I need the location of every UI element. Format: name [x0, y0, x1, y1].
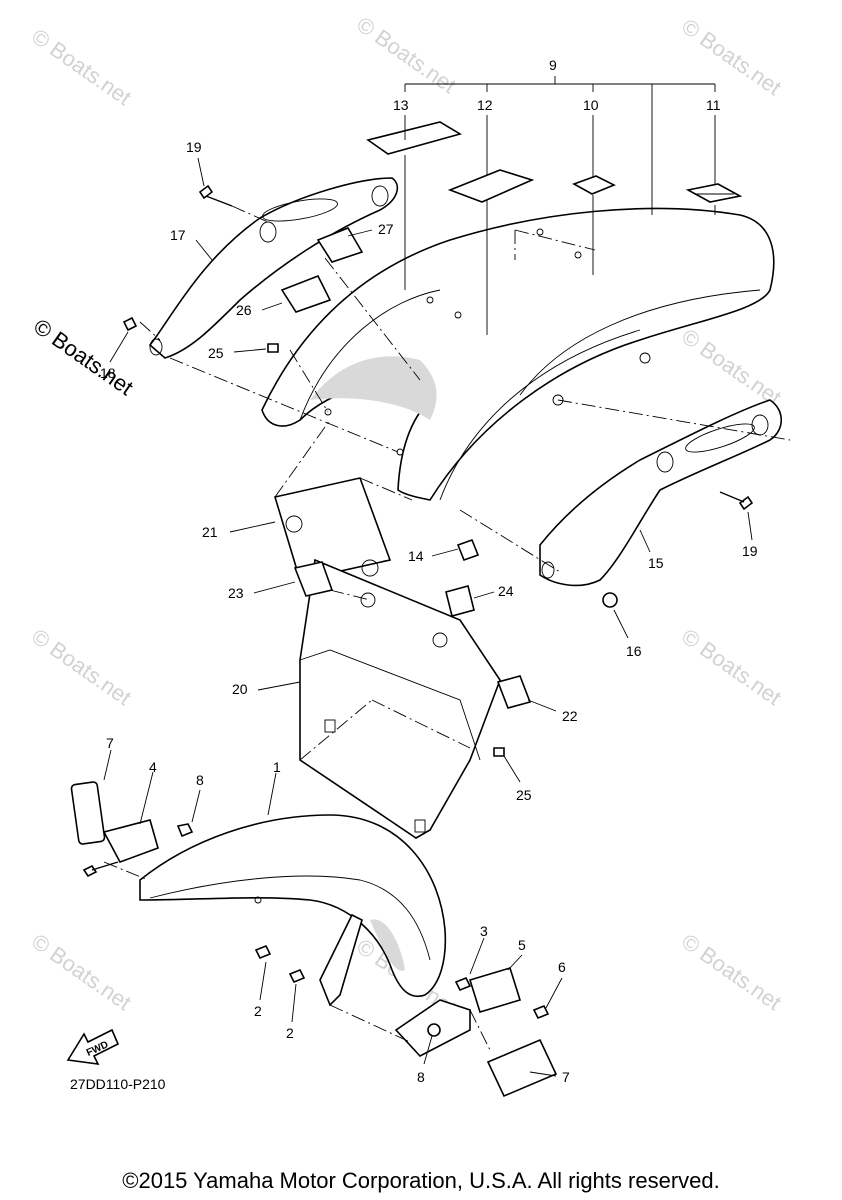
callout-26: 26: [236, 302, 252, 318]
callout-4: 4: [149, 759, 157, 775]
callout-labels: 9 13 12 10 11 19 17 27 26 25 18 19 15 21…: [100, 57, 758, 1085]
bracket-4: [102, 819, 159, 863]
watermark: © Boats.net: [677, 929, 786, 1016]
callout-6: 6: [558, 959, 566, 975]
callout-24: 24: [498, 583, 514, 599]
right-rail: [539, 399, 783, 587]
left-rail: [148, 177, 399, 359]
callout-17: 17: [170, 227, 186, 243]
clip-14: [456, 538, 480, 562]
watermark: © Boats.net: [352, 12, 461, 99]
watermark: © Boats.net: [677, 624, 786, 711]
inner-fender: [299, 558, 501, 839]
alignment-lines: [103, 205, 791, 1051]
callout-14: 14: [408, 548, 424, 564]
callout-11: 11: [706, 97, 721, 113]
callout-1: 1: [273, 759, 281, 775]
callout-10: 10: [583, 97, 599, 113]
callout-19-top: 19: [186, 139, 202, 155]
callout-18: 18: [100, 365, 116, 381]
callout-12: 12: [477, 97, 493, 113]
callout-5: 5: [518, 937, 526, 953]
callout-8-bottom: 8: [417, 1069, 425, 1085]
callout-15: 15: [648, 555, 664, 571]
bolts: [82, 184, 754, 1037]
side-watermark: © Boats.net: [29, 314, 138, 401]
diagram-reference-code: 27DD110-P210: [70, 1076, 166, 1092]
watermark: © Boats.net: [27, 624, 136, 711]
copyright-notice: ©2015 Yamaha Motor Corporation, U.S.A. A…: [122, 1168, 720, 1193]
bracket-21: [273, 477, 392, 581]
watermark: © Boats.net: [677, 324, 786, 411]
callout-27: 27: [378, 221, 394, 237]
reflector-7-rear: [486, 1038, 558, 1098]
pad-27: [316, 227, 364, 263]
reflector-7-front: [70, 781, 106, 845]
callout-21: 21: [202, 524, 218, 540]
watermark: © Boats.net: [27, 24, 136, 111]
rear-fender: [261, 207, 775, 501]
callout-20: 20: [232, 681, 248, 697]
callout-7-left: 7: [106, 735, 114, 751]
label-11: [685, 183, 743, 203]
callout-25-bottom: 25: [516, 787, 532, 803]
callout-7-right: 7: [562, 1069, 570, 1085]
bracket-5: [468, 967, 522, 1013]
block-23: [293, 561, 334, 597]
callout-23: 23: [228, 585, 244, 601]
callout-2-left: 2: [254, 1003, 262, 1019]
callout-13: 13: [393, 97, 409, 113]
label-12: [447, 169, 535, 203]
label-13: [366, 121, 463, 155]
block-22: [496, 675, 532, 709]
bracket-front-right: [319, 913, 363, 1007]
callout-22: 22: [562, 708, 578, 724]
callout-25-top: 25: [208, 345, 224, 361]
pad-26: [280, 274, 332, 313]
watermark: © Boats.net: [677, 14, 786, 101]
callout-2-right: 2: [286, 1025, 294, 1041]
fwd-arrow-icon: FWD: [66, 1028, 120, 1065]
label-10: [572, 175, 616, 195]
callout-9: 9: [549, 57, 557, 73]
callout-3: 3: [480, 923, 488, 939]
watermark: © Boats.net: [27, 929, 136, 1016]
callout-16: 16: [626, 643, 642, 659]
callout-19-right: 19: [742, 543, 758, 559]
callout-8-top: 8: [196, 772, 204, 788]
block-24: [445, 585, 475, 617]
leader-lines: [103, 76, 753, 1077]
front-fender: [139, 814, 447, 997]
